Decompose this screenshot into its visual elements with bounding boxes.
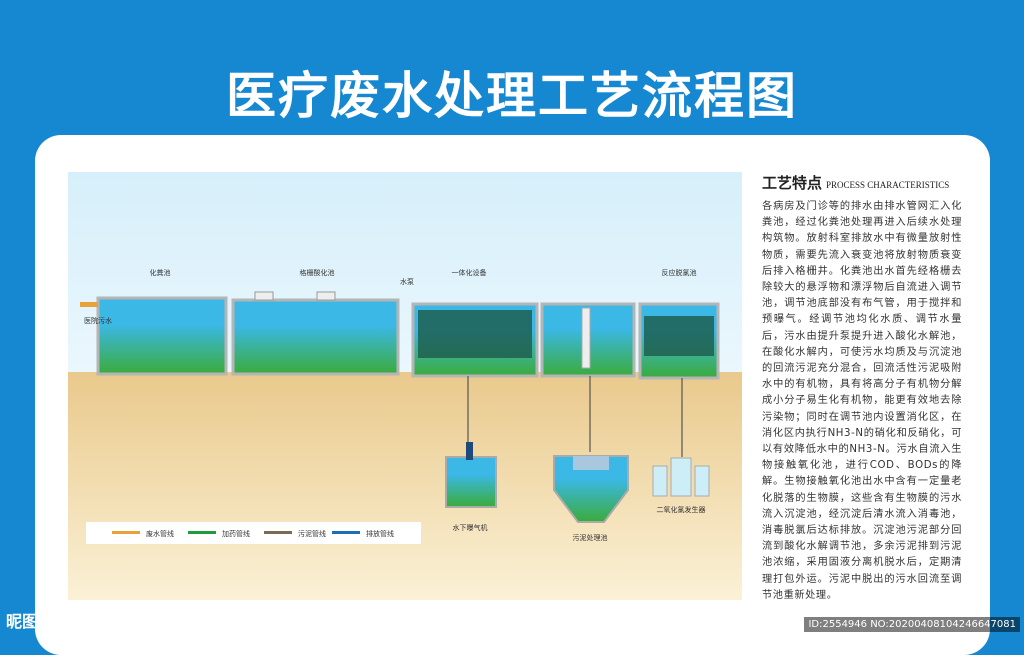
- legend: [86, 522, 421, 544]
- process-diagram: 化粪池 格栅酸化池 水泵 一体化设备 反应脱氯池 医院污水 水下曝气机 污泥处理…: [68, 172, 742, 600]
- legend-items: 废水管线 加药管线 污泥管线 排放管线: [112, 529, 394, 538]
- grid-acid-tank: [231, 298, 400, 376]
- label-grid-acid: 格栅酸化池: [300, 268, 335, 277]
- label-dechlorination: 反应脱氯池: [662, 268, 697, 277]
- page-title: 医疗废水处理工艺流程图: [226, 67, 798, 125]
- side-body: 各病房及门诊等的排水由排水管网汇入化粪池，经过化粪池处理再进入后续水处理构筑物。…: [762, 201, 962, 601]
- sludge-tank: [553, 455, 629, 523]
- watermark-site: 昵图网 www.nipic.com: [6, 612, 196, 631]
- legend-item: 废水管线: [146, 529, 174, 538]
- label-chlorine: 二氧化氯发生器: [657, 505, 706, 514]
- watermark-id: ID:2554946 NO:20200408104246647081: [804, 617, 1020, 632]
- legend-item: 污泥管线: [298, 529, 326, 538]
- aerator-tank: [445, 456, 497, 508]
- legend-item: 排放管线: [366, 529, 394, 538]
- label-septic: 化粪池: [150, 268, 171, 277]
- label-pump: 水泵: [400, 277, 414, 286]
- label-inlet: 医院污水: [84, 316, 112, 325]
- label-aerator: 水下曝气机: [453, 523, 488, 532]
- legend-item: 加药管线: [222, 529, 250, 538]
- label-integrated: 一体化设备: [452, 268, 487, 277]
- label-sludge: 污泥处理池: [573, 533, 608, 542]
- septic-tank: [96, 296, 228, 376]
